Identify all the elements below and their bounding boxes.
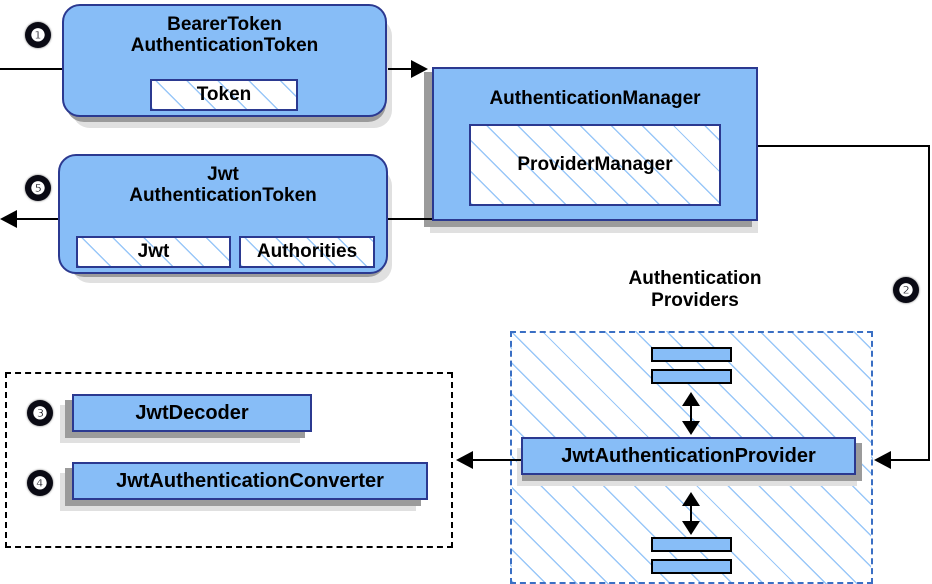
provider-link-line-top	[690, 399, 692, 426]
component-jwt-authentication-provider[interactable]: JwtAuthenticationProvider	[521, 437, 856, 475]
provider-stub-top-2[interactable]	[651, 369, 732, 384]
provider-link-line-bottom	[690, 499, 692, 526]
connector-manager-to-provider-top	[758, 145, 930, 147]
connector-manager-to-jwttoken	[386, 218, 436, 220]
badge-step-5: ❺	[25, 175, 51, 201]
authentication-providers-title: Authentication Providers	[628, 268, 762, 311]
authentication-manager-title: AuthenticationManager	[489, 88, 701, 109]
arrowhead-into-provider	[874, 451, 891, 469]
jwt-support-region	[5, 372, 453, 548]
badge-step-3: ❸	[27, 400, 53, 426]
jwt-authentication-provider-label: JwtAuthenticationProvider	[561, 445, 816, 467]
badge-step-4: ❹	[27, 470, 53, 496]
jwt-token-title: Jwt AuthenticationToken	[129, 164, 317, 207]
provider-link-arrow-top-down	[682, 421, 700, 435]
connector-manager-to-provider-in	[878, 459, 930, 461]
slot-provider-manager[interactable]: ProviderManager	[469, 124, 721, 206]
provider-stub-bottom-2[interactable]	[651, 559, 732, 574]
slot-token[interactable]: Token	[150, 79, 298, 111]
connector-manager-to-provider-down	[928, 145, 930, 460]
connector-provider-to-decoders	[466, 459, 522, 461]
connector-bearer-to-manager	[388, 68, 420, 70]
badge-step-1: ❶	[25, 22, 51, 48]
arrowhead-jwttoken-out	[0, 210, 17, 228]
jwt-authentication-converter-label: JwtAuthenticationConverter	[116, 470, 384, 492]
connector-request-in	[0, 68, 62, 70]
connector-jwttoken-out	[2, 218, 70, 220]
provider-stub-top-1[interactable]	[651, 347, 732, 362]
slot-provider-manager-label: ProviderManager	[517, 154, 673, 175]
slot-jwt-label: Jwt	[137, 241, 170, 262]
slot-authorities[interactable]: Authorities	[239, 236, 375, 268]
arrowhead-bearer-to-manager	[411, 60, 428, 78]
slot-authorities-label: Authorities	[256, 241, 358, 262]
slot-token-label: Token	[196, 84, 252, 105]
provider-stub-bottom-1[interactable]	[651, 537, 732, 552]
slot-jwt[interactable]: Jwt	[76, 236, 231, 268]
badge-step-2: ❷	[893, 277, 919, 303]
component-jwt-decoder[interactable]: JwtDecoder	[72, 394, 312, 432]
arrowhead-into-decoders	[456, 451, 473, 469]
jwt-decoder-label: JwtDecoder	[135, 402, 249, 424]
component-jwt-authentication-converter[interactable]: JwtAuthenticationConverter	[72, 462, 428, 500]
provider-link-arrow-bottom-down	[682, 521, 700, 535]
bearer-token-title: BearerToken AuthenticationToken	[130, 14, 319, 57]
